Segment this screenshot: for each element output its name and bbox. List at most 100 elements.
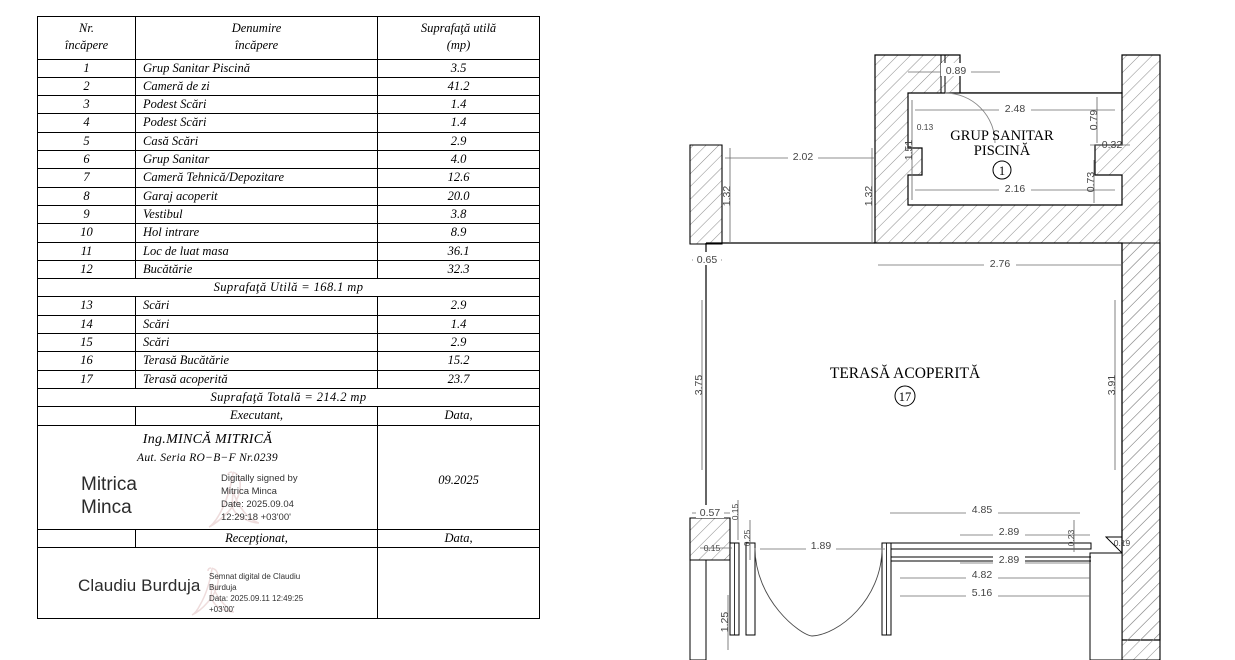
cell-room-number: 11 — [37, 241, 136, 261]
cell-room-name: Casă Scări — [135, 131, 378, 152]
cell-room-area: 32.3 — [377, 259, 540, 280]
door-swing-arc-left-leaf — [754, 547, 813, 637]
wall-pillar-left — [689, 144, 723, 245]
cell-room-name: Podest Scări — [135, 95, 378, 115]
header-name-line2: încăpere — [234, 38, 279, 53]
cell-room-number: 14 — [37, 314, 136, 335]
executant-signature-row: Ing.MINCĂ MITRICĂ Aut. Seria RO−B−F Nr.0… — [37, 424, 540, 531]
cell-room-name: Bucătărie — [135, 259, 378, 280]
dim-2-76: 2.76 — [990, 258, 1011, 270]
header-area-line2: (mp) — [446, 38, 471, 53]
receptionat-signature-meta-line1: Semnat digital de Claudiu — [209, 572, 301, 582]
cell-room-name: Grup Sanitar Piscină — [135, 58, 378, 78]
dim-4-82: 4.82 — [972, 569, 993, 581]
dim-0-13: 0.13 — [917, 122, 934, 132]
dim-1-25: 1.25 — [719, 612, 731, 633]
wall-masses — [689, 54, 1161, 660]
dim-0-89: 0.89 — [946, 65, 967, 77]
dim-0-23: 0.23 — [1066, 529, 1076, 546]
dim-0-15-top: 0.15 — [730, 503, 740, 520]
cell-room-number: 8 — [37, 186, 136, 206]
cell-room-number: 7 — [37, 168, 136, 188]
cell-room-name: Cameră Tehnică/Depozitare — [135, 168, 378, 188]
door-swing-arc-right-leaf — [811, 547, 883, 637]
cell-room-name: Scări — [135, 333, 378, 353]
subtotal-row: Suprafaţă Utilă = 168.1 mp — [37, 278, 540, 298]
cell-room-area: 1.4 — [377, 314, 540, 335]
total-label: Suprafaţă Totală = 214.2 mp — [37, 387, 540, 408]
dim-0-19: 0.19 — [1114, 538, 1131, 548]
cell-room-area: 36.1 — [377, 241, 540, 261]
cell-room-name: Loc de luat masa — [135, 241, 378, 261]
executant-header-row: Executant, Data, — [37, 406, 540, 426]
receptionat-label-left — [37, 529, 136, 549]
room-number-circle-17 — [894, 385, 916, 407]
cell-room-number: 16 — [37, 351, 136, 371]
door-swing-arc-bathroom — [944, 92, 996, 144]
cell-room-number: 6 — [37, 150, 136, 170]
header-nr-line2: încăpere — [64, 38, 109, 53]
executant-label-left — [37, 406, 136, 426]
receptionat-signature-meta-line4: +03'00' — [209, 605, 235, 615]
dim-5-16: 5.16 — [972, 587, 993, 599]
dimension-labels: 0.89 2.48 0.79 0.32 0.13 1.51 0.73 2.16 … — [693, 63, 1131, 632]
cell-room-area: 3.8 — [377, 204, 540, 225]
cell-room-area: 20.0 — [377, 186, 540, 206]
header-name: Denumire încăpere — [135, 16, 378, 60]
dim-3-75: 3.75 — [693, 375, 705, 396]
schedule-table: Nr. încăpere Denumire încăpere Suprafaţă… — [37, 16, 540, 620]
dim-0-25: 0.25 — [742, 529, 752, 546]
adobe-signature-glyph-icon — [191, 567, 234, 617]
table-body-total: Suprafaţă Totală = 214.2 mp Executant, D… — [37, 387, 540, 620]
room-number-1: 1 — [999, 164, 1005, 178]
cell-room-area: 8.9 — [377, 223, 540, 243]
corner-chamfer — [1104, 536, 1123, 555]
executant-date-label: Data, — [377, 406, 540, 426]
cell-room-number: 5 — [37, 131, 136, 152]
cell-room-name: Podest Scări — [135, 113, 378, 133]
receptionat-date-value — [377, 547, 540, 620]
executant-name: Ing.MINCĂ MITRICĂ — [142, 431, 273, 447]
mullion-left-inner — [745, 542, 756, 636]
dim-3-91: 3.91 — [1106, 375, 1118, 396]
cell-room-number: 3 — [37, 95, 136, 115]
executant-signature-meta-line4: 12:29:18 +03'00' — [221, 511, 291, 523]
executant-digital-signature: Mitrica Minca Digitally signed by Mitric… — [38, 471, 377, 529]
executant-signature-name-line1: Mitrica — [81, 474, 137, 496]
cell-room-area: 1.4 — [377, 95, 540, 115]
dim-2-89-top: 2.89 — [999, 526, 1020, 538]
executant-date-value: 09.2025 — [377, 424, 540, 531]
dim-2-89-bottom: 2.89 — [999, 554, 1020, 566]
receptionat-signature-meta-line2: Burduja — [209, 583, 237, 593]
floor-plan-drawing: 0.89 2.48 0.79 0.32 0.13 1.51 0.73 2.16 … — [689, 54, 1161, 660]
cell-room-number: 13 — [37, 296, 136, 316]
table-body-subtotal: Suprafaţă Utilă = 168.1 mp — [37, 278, 540, 298]
dim-2-02: 2.02 — [793, 151, 814, 163]
dim-2-48: 2.48 — [1005, 103, 1026, 115]
executant-signature-meta-line1: Digitally signed by — [221, 473, 298, 485]
cell-room-area: 41.2 — [377, 76, 540, 97]
cell-room-name: Scări — [135, 296, 378, 316]
room-label-terasa-acoperita: TERASĂ ACOPERITĂ — [830, 365, 981, 382]
dim-0-79: 0.79 — [1088, 110, 1100, 131]
receptionat-signature-row: Claudiu Burduja Semnat digital de Claudi… — [37, 547, 540, 620]
dim-0-65: 0.65 — [697, 254, 718, 266]
dim-1-32-left: 1.32 — [721, 186, 733, 207]
cell-room-number: 12 — [37, 259, 136, 280]
dim-0-32: 0.32 — [1102, 139, 1123, 151]
executant-signature-meta-line2: Mitrica Minca — [221, 485, 277, 497]
